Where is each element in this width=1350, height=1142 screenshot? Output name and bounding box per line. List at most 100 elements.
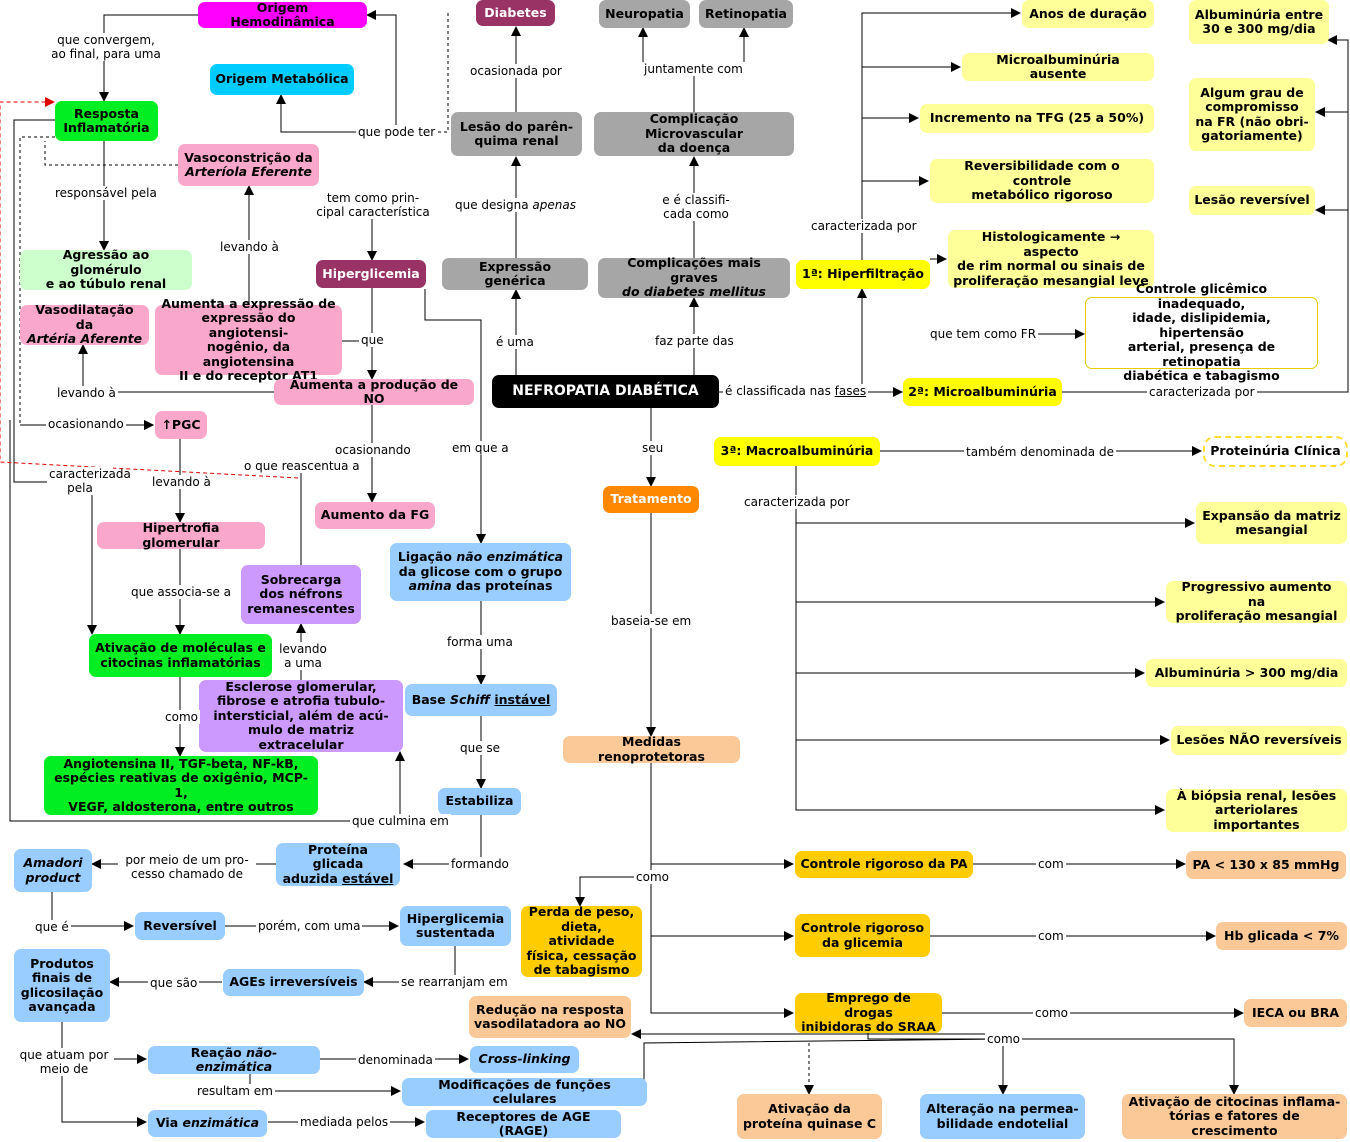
node-origem-metabolica: Origem Metabólica (210, 64, 354, 95)
link-ocasionando-1: ocasionando (46, 417, 126, 431)
node-ieca: IECA ou BRA (1244, 999, 1347, 1027)
node-alteracao: Alteração na permea-bilidade endotelial (920, 1094, 1085, 1139)
link-tambem-denominada: também denominada de (964, 445, 1116, 459)
link-em-que-a: em que a (450, 441, 511, 455)
node-cross-linking: Cross-linking (470, 1046, 579, 1073)
link-tem-como: tem como prin-cipal característica (310, 191, 436, 219)
node-hiperglicemia: Hiperglicemia (316, 260, 426, 288)
node-proteinuria-clinica: Proteinúria Clínica (1203, 436, 1348, 467)
link-levando-a-3: levando à (150, 475, 213, 489)
node-medidas: Medidas renoprotetoras (563, 734, 740, 763)
node-modificacoes: Modificações de funções celulares (402, 1077, 647, 1106)
node-diabetes: Diabetes (476, 0, 555, 26)
link-se-rearranjam: se rearranjam em (399, 975, 510, 989)
node-hipertrofia: Hipertrofia glomerular (97, 520, 265, 549)
node-receptores: Receptores de AGE (RAGE) (426, 1109, 621, 1138)
link-levando-a-2: levando à (55, 386, 118, 400)
link-como-4: como (985, 1032, 1022, 1046)
link-responsavel-pela: responsável pela (53, 186, 159, 200)
node-retinopatia: Retinopatia (699, 0, 793, 28)
link-que-sao: que são (148, 976, 200, 990)
node-nefropatia-diabetica: NEFROPATIA DIABÉTICA (492, 375, 719, 408)
node-hb-alvo: Hb glicada < 7% (1216, 922, 1347, 950)
link-por-meio: por meio de um pro-cesso chamado de (118, 853, 256, 881)
link-denominada: denominada (356, 1053, 435, 1067)
node-reacao-nao-enzimatica: Reação não-enzimática (148, 1045, 320, 1074)
link-com-1: com (1036, 857, 1066, 871)
link-que-culmina: que culmina em (350, 814, 451, 828)
node-origem-hemodinamica: Origem Hemodinâmica (198, 0, 367, 29)
node-controle-inadequado: Controle glicêmico inadequado,idade, dis… (1085, 282, 1318, 383)
node-reversivel: Reversível (135, 912, 225, 940)
link-caracterizada-por-3: caracterizada por (742, 495, 852, 509)
node-base-schiff: Base Schiff instável (405, 684, 557, 716)
link-que-associa: que associa-se a (129, 585, 234, 599)
node-via-enzimatica: Via enzimática (148, 1110, 267, 1137)
link-que-pode-ter: que pode ter (356, 125, 438, 139)
node-lesao-reversivel: Lesão reversível (1189, 186, 1315, 215)
link-que-convergem: que convergem,ao final, para uma (44, 33, 168, 61)
node-aumento-fg: Aumento da FG (315, 502, 435, 529)
link-baseia-se: baseia-se em (609, 614, 694, 628)
link-como-3: como (1033, 1006, 1070, 1020)
link-como-2: como (634, 870, 671, 884)
link-ocasionada-por: ocasionada por (468, 64, 564, 78)
node-micro-ausente: Microalbuminúria ausente (962, 52, 1154, 81)
node-tratamento: Tratamento (603, 486, 699, 513)
node-pa-alvo: PA < 130 x 85 mmHg (1186, 851, 1346, 879)
link-que-se: que se (458, 741, 503, 755)
link-formando: formando (449, 857, 511, 871)
link-que-tem-fr: que tem como FR (928, 327, 1039, 341)
node-lesao-parenquima: Lesão do parên-quima renal (451, 112, 582, 156)
link-que-e: que é (33, 920, 71, 934)
link-forma-uma: forma uma (445, 635, 515, 649)
node-angiotensina: Angiotensina II, TGF-beta, NF-kB,espécie… (44, 756, 318, 815)
node-fase1: 1ª: Hiperfiltração (796, 260, 930, 289)
link-mediada-pelos: mediada pelos (298, 1115, 391, 1129)
link-e-classificada-como: e é classifi-cada como (654, 193, 738, 221)
node-albuminuria-300: Albuminúria > 300 mg/dia (1146, 659, 1347, 687)
link-juntamente-com: juntamente com (642, 62, 745, 76)
node-expressao-generica: Expressão genérica (442, 258, 588, 290)
node-ages: AGEs irreversíveis (223, 969, 364, 996)
node-ativacao-citocinas: Ativação de citocinas inflama-tórias e f… (1122, 1094, 1347, 1139)
link-porem: porém, com uma (256, 919, 363, 933)
node-aumenta-no: Aumenta a produção de NO (274, 377, 474, 406)
node-esclerose: Esclerose glomerular,fibrose e atrofia t… (199, 679, 403, 752)
link-como-1: como (163, 710, 200, 724)
link-seu: seu (640, 441, 666, 455)
link-e-uma: é uma (494, 335, 536, 349)
node-incremento: Incremento na TFG (25 a 50%) (920, 104, 1154, 133)
node-anos: Anos de duração (1022, 0, 1154, 28)
link-com-2: com (1036, 929, 1066, 943)
link-resultam-em: resultam em (195, 1084, 275, 1098)
node-fase3: 3ª: Macroalbuminúria (714, 437, 880, 466)
node-pgc: ↑PGC (155, 411, 207, 439)
link-o-que-reascentua: o que reascentua a (242, 459, 362, 473)
link-faz-parte: faz parte das (653, 334, 736, 348)
link-ocasionando-2: ocasionando (333, 443, 413, 457)
